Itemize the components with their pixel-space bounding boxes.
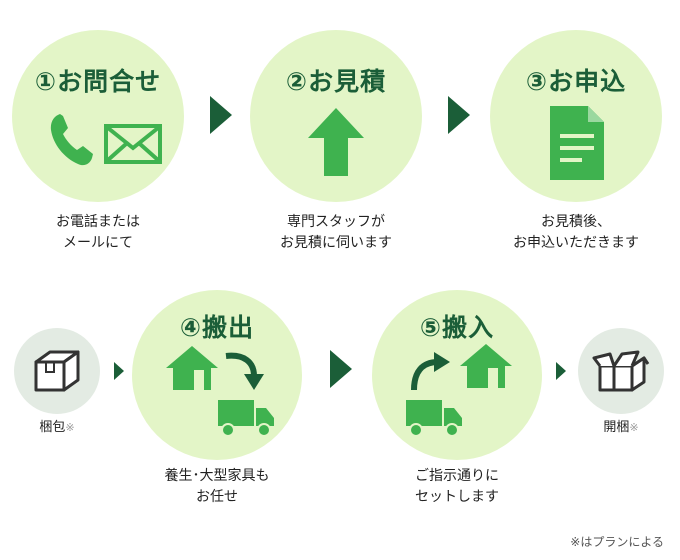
- up-arrow-icon: [308, 108, 364, 176]
- curved-arrow-icon: [224, 348, 268, 392]
- packing-label: 梱包※: [14, 416, 100, 435]
- step-4-caption-line1: 養生･大型家具も: [164, 468, 270, 484]
- flow-arrow-small-2: [556, 362, 566, 380]
- step-2-title: ②お見積: [285, 67, 387, 96]
- step-1-caption-line2: メールにて: [63, 235, 133, 251]
- unpacking-circle: [578, 328, 664, 414]
- flow-arrow-small-1: [114, 362, 124, 380]
- truck-icon: [406, 398, 462, 438]
- step-3-title: ③お申込: [525, 67, 627, 96]
- document-icon: [550, 106, 604, 180]
- step-2-caption: 専門スタッフが お見積に伺います: [250, 212, 422, 254]
- step-5-caption-line2: セットします: [415, 489, 499, 505]
- step-2-caption-line1: 専門スタッフが: [287, 214, 385, 230]
- envelope-icon: [104, 124, 162, 164]
- unpacking-label-text: 開梱: [603, 420, 630, 435]
- open-box-icon: [592, 350, 650, 394]
- step-4-caption: 養生･大型家具も お任せ: [132, 466, 302, 508]
- packing-note: ※: [65, 421, 75, 434]
- house-icon: [166, 346, 218, 390]
- flow-arrow-1: [210, 96, 232, 134]
- step-1-circle: ①お問合せ: [12, 30, 184, 202]
- step-3-caption: お見積後、 お申込いただきます: [490, 212, 662, 254]
- step-5-circle: ⑤搬入: [372, 290, 542, 460]
- step-3-circle: ③お申込: [490, 30, 662, 202]
- step-4-title: ④搬出: [179, 313, 255, 342]
- flow-arrow-2: [448, 96, 470, 134]
- packing-label-text: 梱包: [39, 420, 66, 435]
- step-2-circle: ②お見積: [250, 30, 422, 202]
- truck-icon: [218, 398, 274, 438]
- step-5-title: ⑤搬入: [419, 313, 495, 342]
- phone-icon: [46, 110, 96, 168]
- step-1-caption-line1: お電話または: [56, 214, 140, 230]
- step-4-caption-line2: お任せ: [196, 489, 238, 505]
- step-5-caption-line1: ご指示通りに: [415, 468, 499, 484]
- packing-circle: [14, 328, 100, 414]
- curved-arrow-icon: [408, 350, 452, 394]
- house-icon: [460, 344, 512, 388]
- unpacking-label: 開梱※: [578, 416, 664, 435]
- step-3-caption-line1: お見積後、: [541, 214, 611, 230]
- step-1-caption: お電話または メールにて: [12, 212, 184, 254]
- step-1-title: ①お問合せ: [34, 67, 162, 96]
- flow-arrow-3: [330, 350, 352, 388]
- step-4-circle: ④搬出: [132, 290, 302, 460]
- step-3-caption-line2: お申込いただきます: [513, 235, 639, 251]
- footnote: ※はプランによる: [570, 535, 664, 549]
- closed-box-icon: [32, 348, 82, 394]
- step-5-caption: ご指示通りに セットします: [372, 466, 542, 508]
- unpacking-note: ※: [629, 421, 639, 434]
- step-2-caption-line2: お見積に伺います: [280, 235, 392, 251]
